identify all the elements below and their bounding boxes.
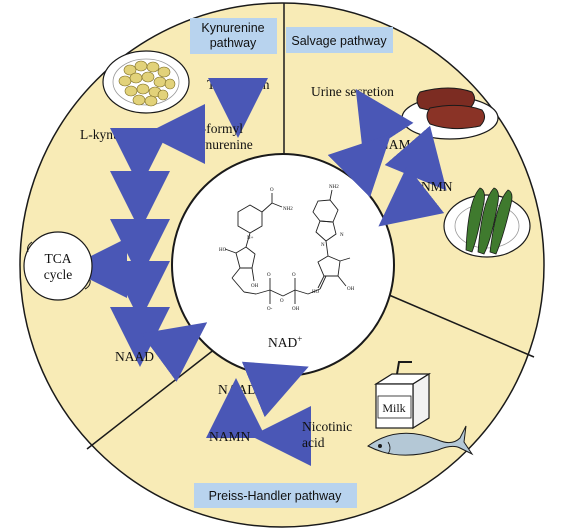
- preiss-nicotinic-line2: acid: [302, 435, 325, 450]
- tca-line2: cycle: [44, 267, 72, 282]
- preiss-title-box: [194, 483, 357, 508]
- svg-text:HO: HO: [312, 290, 320, 295]
- arrow-naad-nad: [141, 322, 208, 382]
- kyn-tryptophan: Tryptophan: [207, 77, 270, 92]
- arrow-nmn-nad: [378, 165, 445, 227]
- svg-text:O-: O-: [267, 307, 273, 312]
- svg-text:NH2: NH2: [283, 207, 293, 212]
- svg-text:O: O: [292, 273, 296, 278]
- tca-line1: TCA: [45, 251, 72, 266]
- kyn-namn: NAMN: [115, 306, 157, 321]
- cucumber-plate-icon: [443, 187, 531, 258]
- kyn-acms: ACMS: [117, 260, 155, 275]
- divider-lower-right: [381, 291, 535, 358]
- nad-label: NAD+: [268, 334, 302, 350]
- arrow-nam-nmn: [384, 125, 447, 191]
- tca-cycle-icon: [23, 231, 93, 301]
- svg-text:O: O: [267, 273, 271, 278]
- kynurenine-title-box: [190, 18, 277, 54]
- kyn-3hk: 3-HK: [117, 171, 148, 186]
- svg-text:O: O: [280, 299, 284, 304]
- milk-carton-icon: [373, 361, 432, 430]
- svg-text:N: N: [340, 233, 344, 238]
- arrow-naad-nad-preiss: [241, 361, 309, 418]
- svg-text:HO: HO: [219, 248, 227, 253]
- preiss-title: Preiss-Handler pathway: [209, 489, 342, 503]
- svg-text:N+: N+: [247, 236, 254, 241]
- kyn-nformyl-line1: N-formyl: [192, 121, 243, 136]
- arrow-nam-urine: [355, 88, 414, 156]
- preiss-namn: NAMN: [209, 429, 251, 444]
- milk-label: Milk: [382, 401, 405, 415]
- salvage-title-box: [286, 27, 393, 53]
- svg-text:OH: OH: [347, 287, 355, 292]
- svg-text:OH: OH: [292, 307, 300, 312]
- svg-text:O: O: [270, 188, 274, 193]
- salvage-nmn: NMN: [421, 179, 453, 194]
- soybean-plate-icon: [102, 50, 190, 114]
- kynurenine-title-line1: Kynurenine: [201, 21, 264, 35]
- svg-text:N: N: [321, 243, 325, 248]
- arrow-nad-nam: [327, 133, 392, 198]
- kyn-l-kynurenine: L-kynurenine: [80, 127, 153, 142]
- svg-text:NH2: NH2: [329, 185, 339, 190]
- kyn-naad: NAAD: [115, 349, 154, 364]
- preiss-naad: NAAD: [218, 382, 257, 397]
- kyn-3haa: 3-HAA: [117, 218, 158, 233]
- salvage-nam: NAM: [379, 137, 411, 152]
- fish-icon: [367, 425, 474, 456]
- salvage-title: Salvage pathway: [291, 34, 387, 48]
- kyn-nformyl-line2: kynurenine: [192, 137, 253, 152]
- preiss-nicotinic-line1: Nicotinic: [302, 419, 352, 434]
- kynurenine-title-line2: pathway: [210, 36, 257, 50]
- svg-text:OH: OH: [251, 284, 259, 289]
- salvage-urine: Urine secretion: [311, 84, 394, 99]
